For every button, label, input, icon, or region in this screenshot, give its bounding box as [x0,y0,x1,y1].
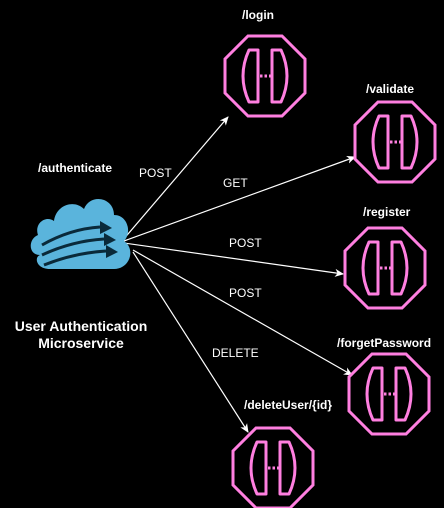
arrow-to-forget-password [132,249,353,376]
method-label-register: POST [229,236,262,250]
method-label-forget-password: POST [229,286,262,300]
api-gateway-icon [343,226,427,310]
endpoint-node-validate[interactable]: /validate [353,82,437,184]
cloud-sync-icon [30,198,131,269]
arrow-to-validate [123,155,356,242]
method-label-login: POST [139,166,172,180]
api-gateway-icon [353,100,437,184]
service-title-line1: User Authentication [15,318,148,334]
arrow-to-register [123,242,344,277]
endpoint-label-validate: /validate [366,82,414,96]
endpoint-node-delete-user[interactable]: /deleteUser/{id} [231,398,332,508]
api-gateway-icon [347,352,431,436]
service-title-line2: Microservice [38,335,124,351]
method-label-delete-user: DELETE [212,346,259,360]
method-label-validate: GET [223,176,248,190]
api-gateway-icon [223,34,307,118]
api-gateway-icon [231,426,315,508]
endpoint-label-register: /register [363,205,411,219]
endpoint-node-forget-password[interactable]: /forgetPassword [337,336,431,436]
arrow-to-delete-user [132,251,249,433]
connectors [121,116,356,433]
endpoint-node-login[interactable]: /login [223,8,307,118]
endpoint-label-login: /login [242,8,274,22]
endpoint-label-delete-user: /deleteUser/{id} [244,398,332,412]
arrow-to-login [121,116,229,242]
endpoint-label-forget-password: /forgetPassword [337,336,431,350]
service-endpoint-label: /authenticate [38,161,112,175]
endpoint-node-register[interactable]: /register [343,205,427,310]
service-node[interactable]: /authenticate User Authentication Micros… [15,161,148,351]
